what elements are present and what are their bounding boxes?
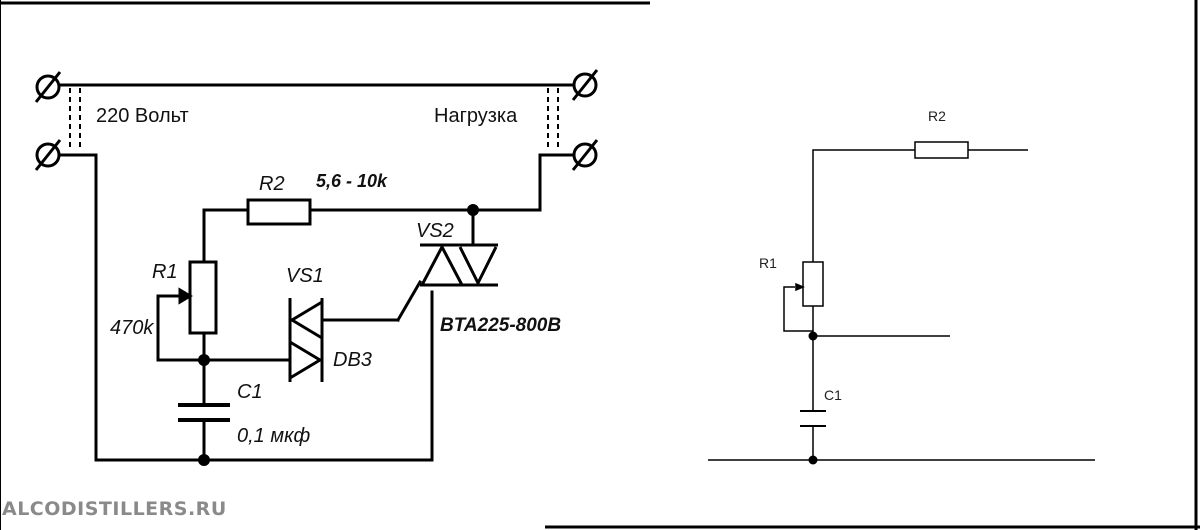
junction-dot (198, 354, 210, 366)
right-c1-capacitor-icon (800, 410, 826, 427)
supply-label: 220 Вольт (96, 105, 189, 127)
vs2-part-label: BTA225-800B (440, 315, 561, 336)
right-r2-resistor-body (914, 141, 969, 159)
r2-ref-label: R2 (259, 173, 285, 195)
r1-ref-label: R1 (152, 261, 178, 283)
vs1-ref-label: VS1 (286, 265, 324, 287)
vs1-part-label: DB3 (333, 349, 372, 371)
vs2-triac-icon (420, 243, 498, 287)
right-wires (708, 149, 1095, 461)
right-r1-potentiometer-icon (795, 261, 824, 307)
vs2-ref-label: VS2 (416, 220, 454, 242)
terminal-bottom-right-icon (571, 139, 599, 171)
r2-value-label: 5,6 - 10k (316, 171, 388, 191)
right-r1-label: R1 (759, 255, 777, 271)
vs1-diac-icon (288, 298, 324, 382)
terminal-bottom-left-icon (34, 139, 62, 171)
junction-dot (808, 455, 818, 465)
c1-value-label: 0,1 мкф (237, 425, 311, 447)
left-junctions (198, 204, 479, 466)
c1-ref-label: C1 (237, 381, 263, 403)
c1-capacitor-icon (178, 403, 230, 422)
r2-resistor-body (246, 198, 312, 226)
left-schematic: 220 Вольт Нагрузка R2 5,6 - 10k R1 470k … (34, 69, 599, 466)
junction-dot (808, 331, 818, 341)
terminal-top-right-icon (571, 69, 599, 101)
right-schematic: R2 R1 C1 (708, 108, 1095, 465)
left-wires (56, 83, 585, 462)
terminal-top-left-icon (34, 71, 62, 103)
right-junctions (808, 331, 818, 465)
right-r2-label: R2 (928, 108, 946, 124)
load-label: Нагрузка (434, 105, 518, 127)
right-c1-label: C1 (824, 387, 842, 403)
watermark-text: ALCODISTILLERS.RU (2, 498, 227, 520)
r1-value-label: 470k (110, 317, 154, 339)
junction-dot (198, 454, 210, 466)
supply-terminal-dashes (69, 88, 559, 150)
r1-potentiometer-icon (158, 260, 218, 335)
junction-dot (467, 204, 479, 216)
